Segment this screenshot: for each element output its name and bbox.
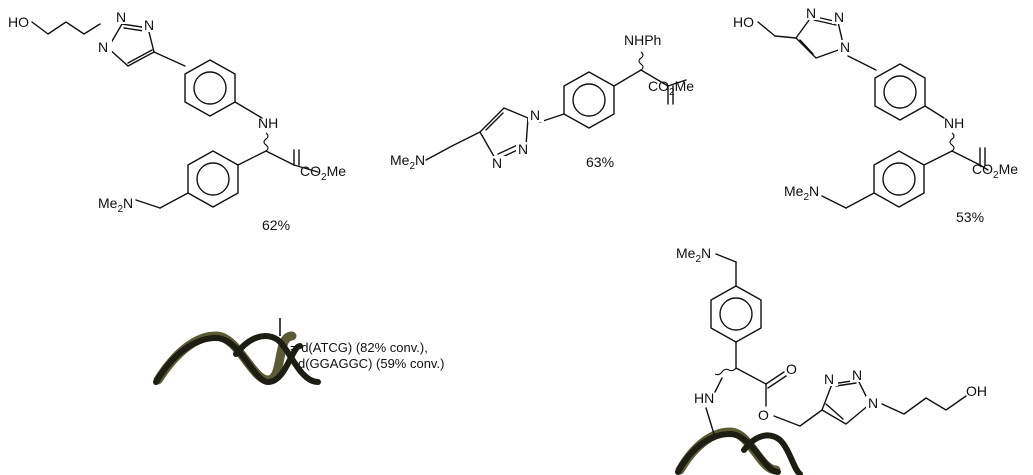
triazole-n3: N (868, 395, 878, 411)
triazole-n2: N (518, 141, 528, 157)
stereo-wavy-bond (638, 51, 644, 71)
hydroxyl-label: HO (733, 14, 754, 30)
hydroxyl-label: HO (8, 14, 29, 30)
triazole-n2: N (834, 9, 844, 25)
phenyl-ring (874, 63, 926, 121)
dimethylamino-label: Me2N (784, 183, 819, 203)
triazole-n1: N (806, 5, 816, 21)
phenyl-ring (563, 71, 615, 129)
ester-co2me-label: CO2Me (648, 78, 694, 98)
amine-hn-label: HN (694, 390, 714, 406)
ester-co2me-label: CO2Me (300, 163, 346, 183)
benzyl-ring (187, 150, 239, 208)
benzyl-ring (710, 285, 762, 343)
triazole-n3: N (492, 155, 502, 171)
yield-62: 62% (262, 217, 290, 233)
propyl-chain (31, 21, 101, 35)
amine-nh-label: NH (258, 115, 278, 131)
triazole-n1: N (98, 39, 108, 55)
dimethylamino-label: Me2N (98, 195, 133, 215)
legend-line-1: = d(ATCG) (82% conv.), (290, 340, 428, 355)
triazole-n3: N (840, 39, 850, 55)
yield-53: 53% (956, 209, 984, 225)
amine-nh-label: NH (944, 115, 964, 131)
triazole-n2: N (852, 367, 862, 383)
ester-o-label: O (758, 407, 769, 423)
compound-2: NHPh CO2Me N N N Me2N 63% (390, 32, 694, 172)
hydroxyl-label: OH (966, 383, 987, 399)
propyl-chain (881, 395, 967, 415)
stereo-wavy-bond (263, 132, 269, 152)
triazole-ring (821, 379, 871, 425)
triazole-n2: N (116, 9, 126, 25)
nhph-label: NHPh (624, 32, 661, 48)
triazole-ring (107, 23, 155, 67)
yield-63: 63% (586, 154, 614, 170)
triazole-n1: N (824, 371, 834, 387)
legend-line-2: d(GGAGGC) (59% conv.) (298, 356, 444, 371)
compound-4-dna-conjugate: Me2N HN O O N N N OH (675, 245, 987, 475)
triazole-n3: N (144, 17, 154, 33)
stereo-wavy-bond (949, 132, 955, 152)
stereo-wavy-bond (714, 367, 737, 376)
compound-3: HO N N N NH CO2Me Me2N 53% (733, 5, 1018, 225)
benzyl-ring (873, 150, 925, 208)
carbonyl-o-label: O (786, 361, 797, 377)
ester-co2me-label: CO2Me (972, 161, 1018, 181)
dimethylamino-label: Me2N (390, 152, 425, 172)
compound-1: HO N N N NH CO2Me Me2N 62% (8, 9, 346, 233)
phenyl-ring (184, 59, 236, 117)
dna-legend: = d(ATCG) (82% conv.), d(GGAGGC) (59% co… (153, 318, 444, 386)
dimethylamino-label: Me2N (676, 245, 711, 265)
triazole-n1: N (530, 107, 540, 123)
triazole-ring (479, 107, 529, 161)
